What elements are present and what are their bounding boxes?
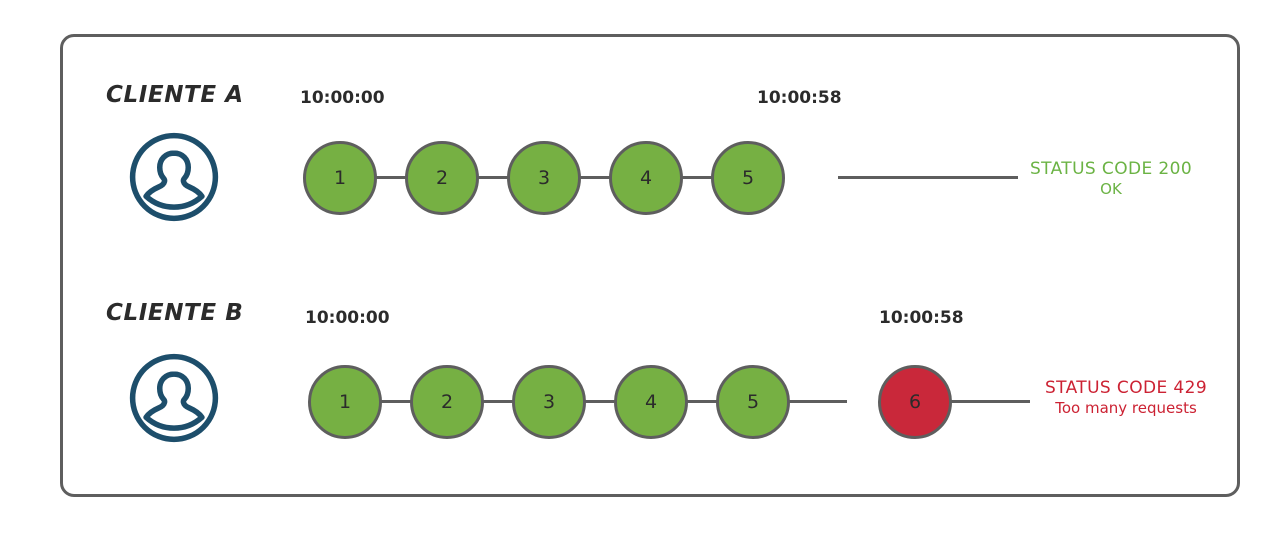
request-node[interactable]: 1: [303, 141, 377, 215]
request-node[interactable]: 5: [716, 365, 790, 439]
connector-b-4: [681, 400, 745, 403]
request-node-label: 5: [746, 391, 760, 413]
connector-b-1: [375, 400, 439, 403]
client-label-a: CLIENTE A: [106, 82, 244, 108]
request-node-label: 6: [908, 391, 922, 413]
timestamp-start-b: 10:00:00: [305, 308, 390, 328]
request-node[interactable]: 3: [512, 365, 586, 439]
request-node[interactable]: 2: [405, 141, 479, 215]
status-text-b: Too many requests: [1055, 398, 1197, 417]
timestamp-start-a: 10:00:00: [300, 88, 385, 108]
request-node-label: 5: [741, 167, 755, 189]
diagram-frame: [60, 34, 1240, 497]
status-message-a: STATUS CODE 200 OK: [1022, 159, 1200, 198]
request-node[interactable]: 2: [410, 365, 484, 439]
request-node[interactable]: 1: [308, 365, 382, 439]
timestamp-end-a: 10:00:58: [757, 88, 842, 108]
request-node-label: 3: [542, 391, 556, 413]
request-node-label: 4: [639, 167, 653, 189]
request-node-label: 2: [440, 391, 454, 413]
request-node-label: 4: [644, 391, 658, 413]
connector-b-2: [477, 400, 541, 403]
request-node[interactable]: 4: [609, 141, 683, 215]
status-code-a: STATUS CODE 200: [1029, 159, 1193, 179]
connector-b-3: [579, 400, 643, 403]
connector-a-1: [370, 176, 434, 179]
timestamp-end-b: 10:00:58: [879, 308, 964, 328]
connector-a-3: [574, 176, 638, 179]
request-node-rejected[interactable]: 6: [878, 365, 952, 439]
connector-a-4: [676, 176, 740, 179]
client-label-b: CLIENTE B: [106, 300, 244, 326]
connector-a-tail: [838, 176, 1018, 179]
request-node-label: 1: [333, 167, 347, 189]
request-node-label: 1: [338, 391, 352, 413]
connector-a-2: [472, 176, 536, 179]
request-node-label: 2: [435, 167, 449, 189]
request-node-label: 3: [537, 167, 551, 189]
status-text-a: OK: [1100, 179, 1122, 198]
status-message-b: STATUS CODE 429 Too many requests: [1028, 378, 1224, 417]
status-code-b: STATUS CODE 429: [1044, 378, 1208, 398]
connector-b-5: [783, 400, 847, 403]
request-node[interactable]: 3: [507, 141, 581, 215]
user-avatar-icon: [128, 352, 220, 444]
request-node[interactable]: 4: [614, 365, 688, 439]
request-node[interactable]: 5: [711, 141, 785, 215]
user-avatar-icon: [128, 131, 220, 223]
connector-b-tail: [948, 400, 1030, 403]
